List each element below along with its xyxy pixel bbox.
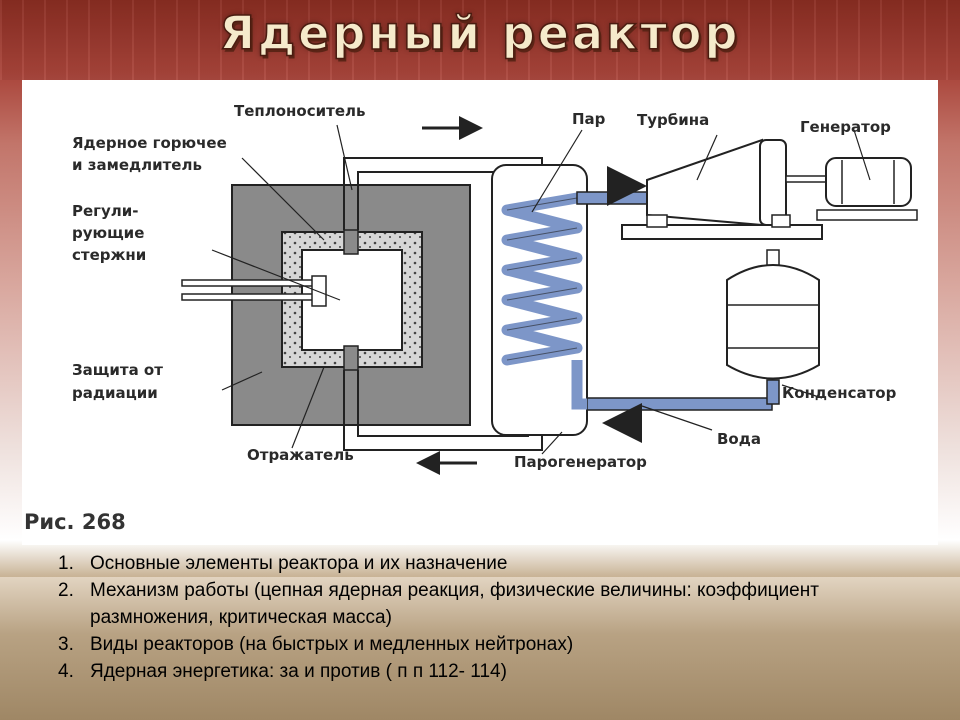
bottom-band	[0, 577, 960, 720]
outline-number: 4.	[58, 661, 74, 682]
label-turbine: Турбина	[637, 111, 709, 129]
label-rods-line2: рующие	[72, 224, 144, 242]
outline-text: Виды реакторов (на быстрых и медленных н…	[90, 634, 574, 655]
outline-number: 2.	[58, 580, 74, 601]
outline-number: 1.	[58, 553, 74, 574]
condenser	[726, 249, 820, 405]
label-rods-line3: стержни	[72, 246, 146, 264]
label-coolant: Теплоноситель	[234, 102, 365, 120]
label-shield-line1: Защита от	[72, 361, 163, 379]
outline-list: 1. Основные элементы реактора и их назнач…	[30, 550, 940, 685]
reactor-diagram: Теплоноситель Ядерное горючее и замедлит…	[72, 102, 918, 475]
label-rods-line1: Регули-	[72, 202, 139, 220]
label-steam: Пар	[572, 110, 606, 128]
label-fuel-line2: и замедлитель	[72, 156, 202, 174]
shaft	[785, 175, 827, 183]
flow-arrows	[416, 116, 483, 475]
outline-item: 2. Механизм работы (цепная ядерная реакци…	[30, 577, 940, 631]
outline-number: 3.	[58, 634, 74, 655]
leader-lines	[211, 124, 871, 455]
label-fuel-line1: Ядерное горючее	[72, 134, 227, 152]
water-line	[586, 397, 773, 411]
label-steam-generator: Парогенератор	[514, 453, 647, 471]
label-condenser: Конденсатор	[782, 384, 897, 402]
background-texture	[0, 0, 960, 80]
turbine	[621, 138, 823, 240]
control-rods	[181, 275, 327, 307]
label-generator: Генератор	[800, 118, 891, 136]
steam-line	[576, 191, 653, 205]
outline-text: Ядерная энергетика: за и против ( п п 11…	[90, 661, 507, 682]
radiation-shield	[231, 184, 471, 426]
slide-title: Ядерный реактор	[219, 5, 741, 61]
label-shield-line2: радиации	[72, 384, 158, 402]
outline-text: Механизм работы (цепная ядерная реакция,…	[90, 580, 819, 628]
label-reflector: Отражатель	[247, 446, 354, 464]
outline-item: 4. Ядерная энергетика: за и против ( п п…	[30, 658, 940, 685]
label-water: Вода	[717, 430, 761, 448]
figure-caption: Рис. 268	[24, 510, 126, 534]
diagram-panel: Теплоноситель Ядерное горючее и замедлит…	[22, 80, 938, 545]
outline-text: Основные элементы реактора и их назначен…	[90, 553, 508, 574]
outline-item: 3. Виды реакторов (на быстрых и медленных…	[30, 631, 940, 658]
generator	[816, 157, 918, 221]
outline-item: 1. Основные элементы реактора и их назнач…	[30, 550, 940, 577]
